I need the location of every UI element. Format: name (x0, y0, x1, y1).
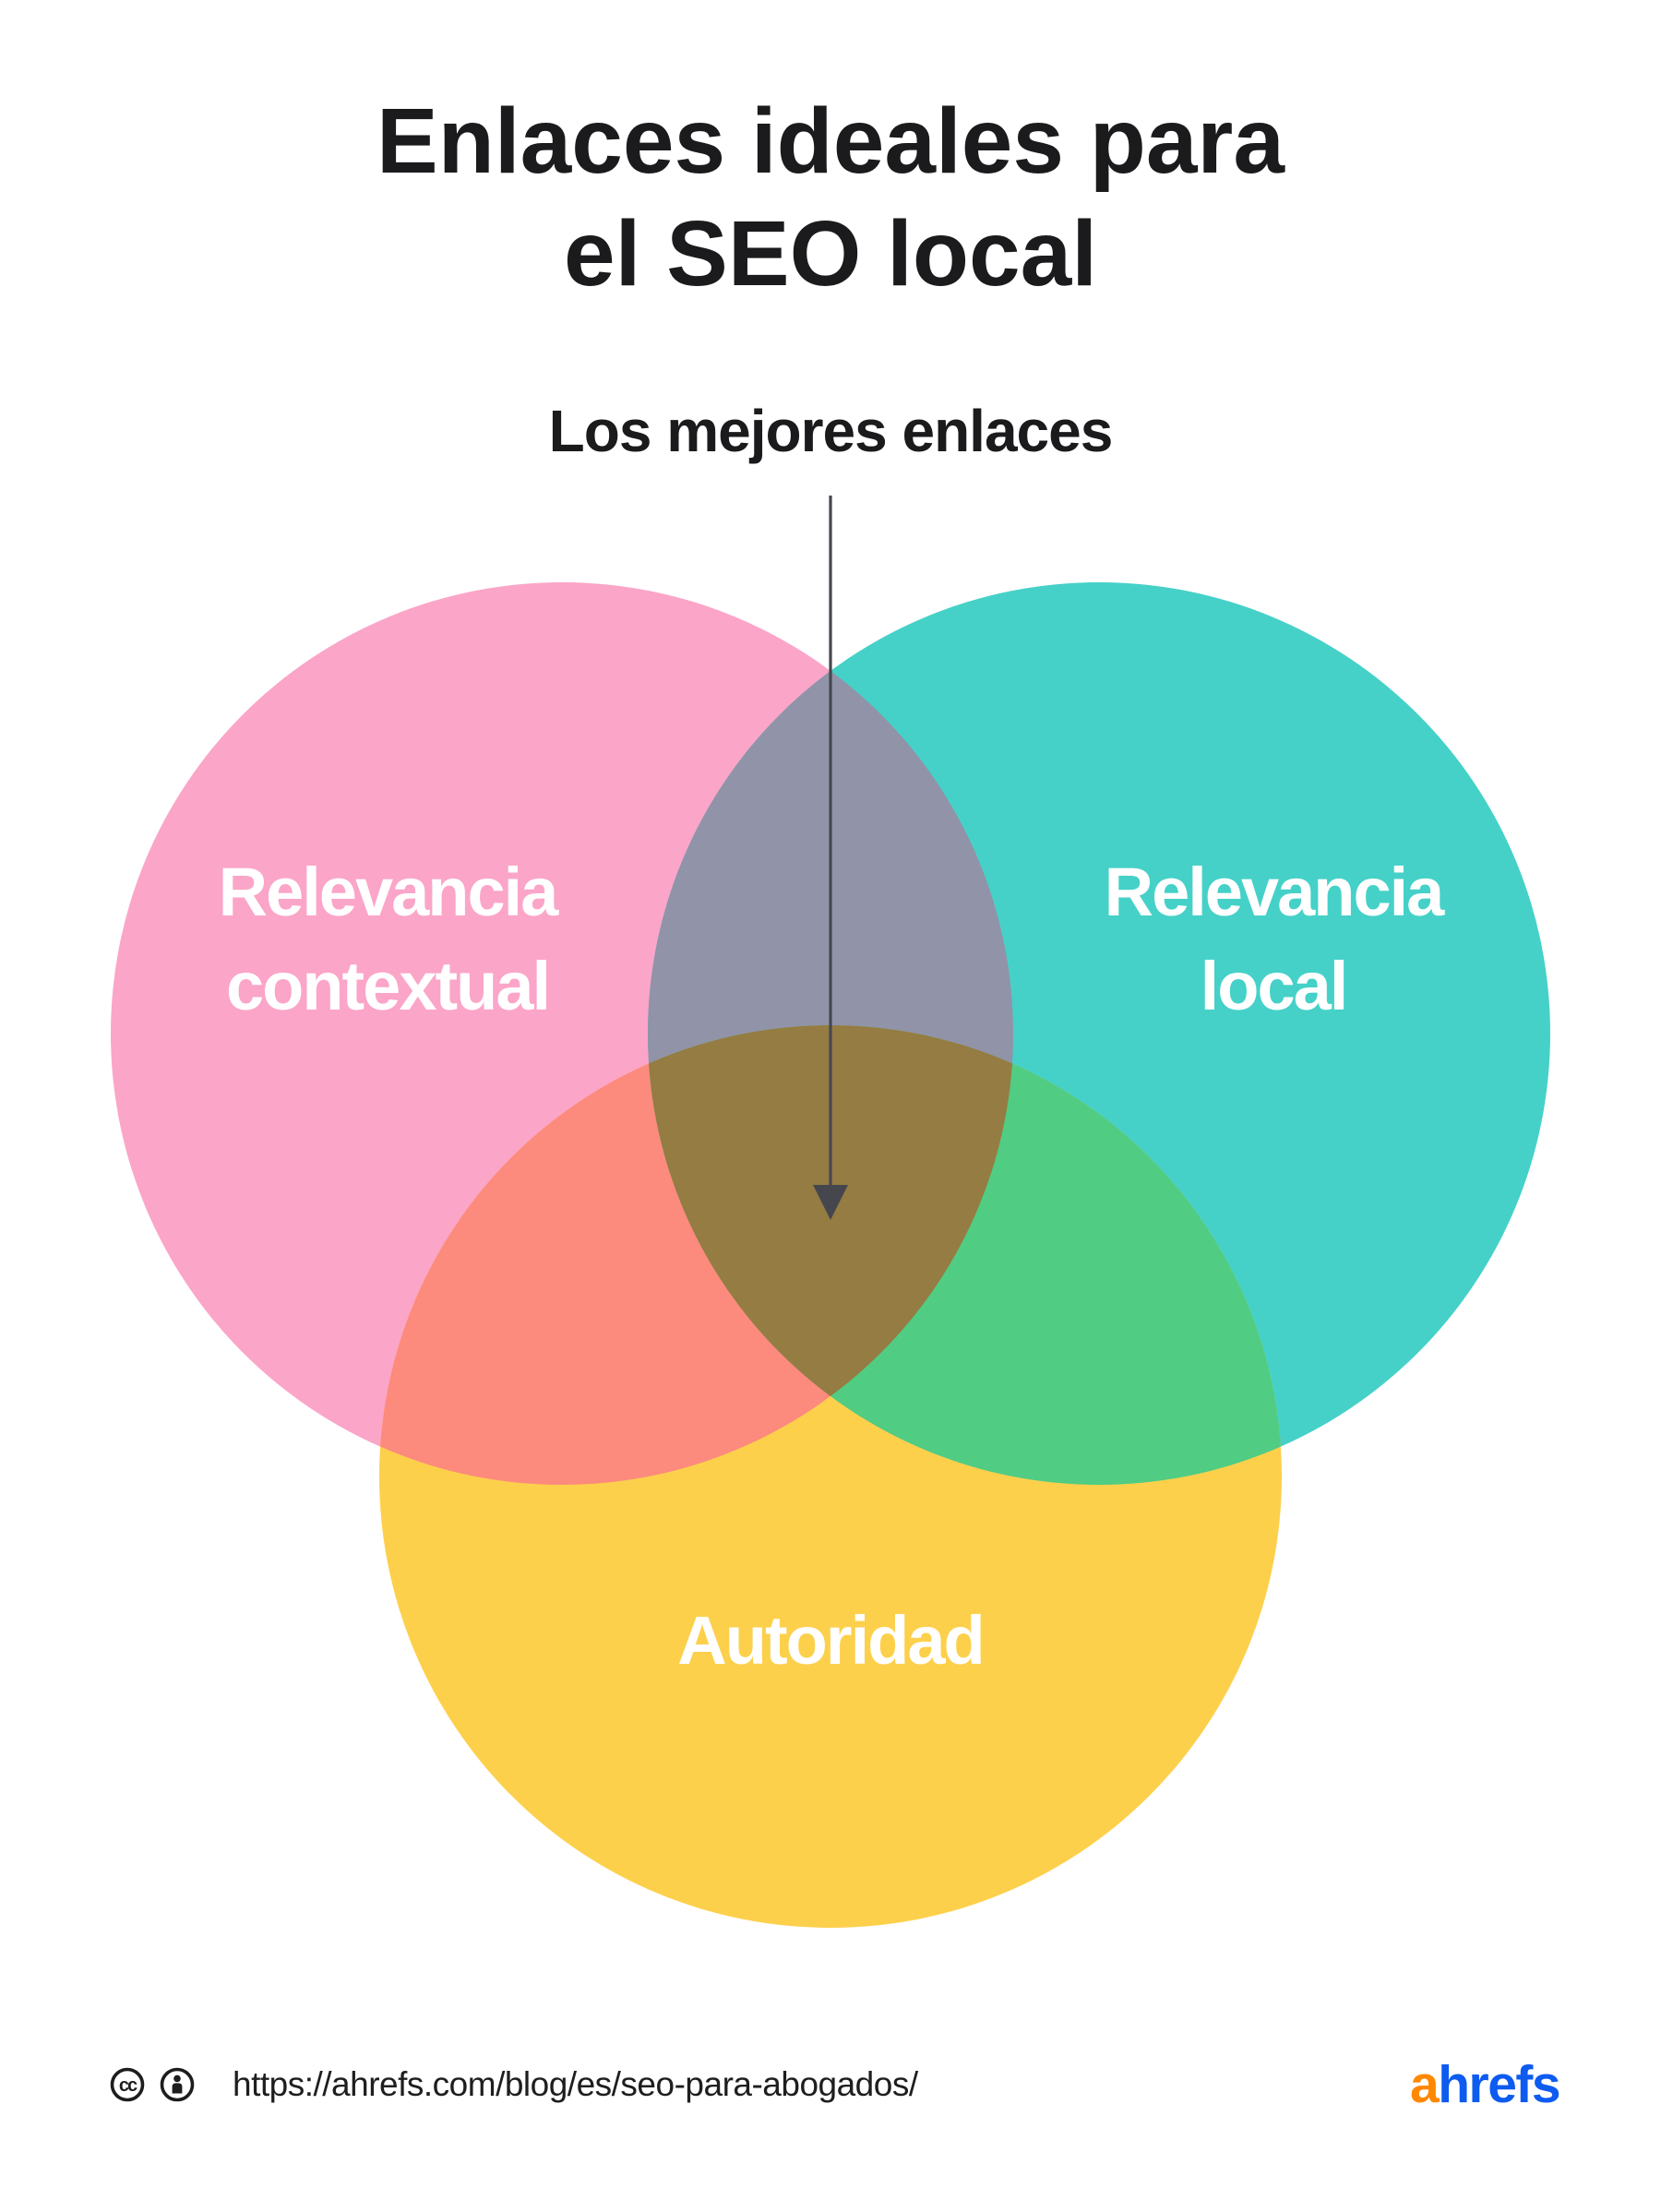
license-attribution: cc https://ahrefs.com/blog/es/seo-para-a… (109, 2065, 918, 2104)
page-title-line1: Enlaces ideales para (376, 90, 1285, 193)
ahrefs-logo-a: a (1410, 2055, 1440, 2114)
page-title-line2: el SEO local (563, 202, 1098, 305)
ahrefs-logo-hrefs: hrefs (1438, 2055, 1560, 2114)
svg-text:cc: cc (119, 2075, 137, 2096)
source-url: https://ahrefs.com/blog/es/seo-para-abog… (233, 2065, 918, 2103)
attribution-icon (160, 2067, 195, 2102)
cc-icon: cc (110, 2067, 145, 2102)
pointer-label: Los mejores enlaces (548, 398, 1114, 464)
ahrefs-logo: ahrefs (1410, 2054, 1561, 2115)
label-autoridad: Autoridad (677, 1602, 985, 1679)
pointer-arrow-head (813, 1185, 848, 1220)
